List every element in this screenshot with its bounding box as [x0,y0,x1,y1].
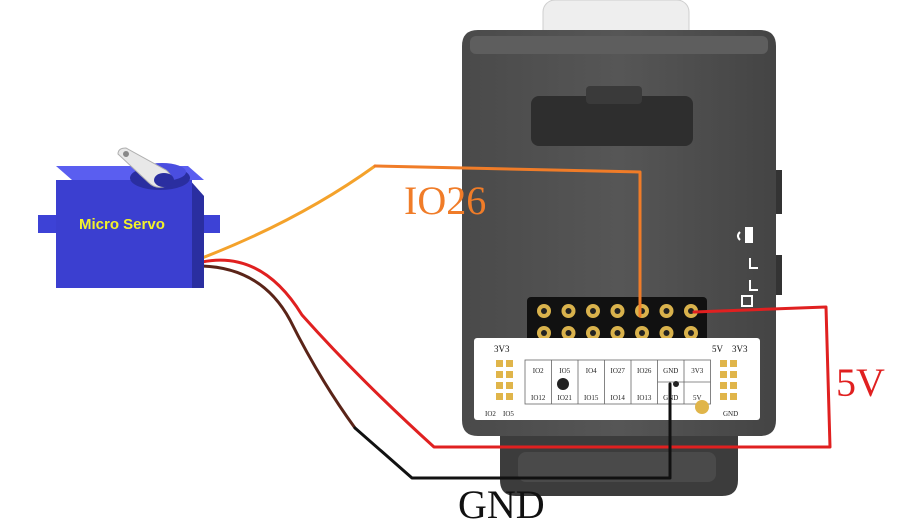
pin-group [537,304,698,340]
pin-table-cell: GND [663,367,678,375]
servo-label: Micro Servo [79,216,165,233]
side-pad [496,371,503,378]
pin-table-cell: 5V [693,394,702,402]
side-pad [730,393,737,400]
pin-table-cell: 3V3 [691,367,704,375]
ground-wire-label: GND [458,482,545,527]
signal-wire-label: IO26 [404,178,486,223]
right-header-label-3v3: 3V3 [732,344,748,354]
side-pad [506,371,513,378]
side-pad [720,360,727,367]
square-icon [741,295,753,307]
header-pin-hole [688,330,694,336]
micro-servo: Micro Servo [38,147,220,288]
ground-wire-servo-part [200,264,357,430]
device-top-shelf [470,36,768,54]
header-pin-hole [663,308,670,314]
servo-shaft [154,173,174,187]
servo-horn-hole [123,151,129,157]
right-pin-label: GND [723,410,738,418]
corner-bracket-icon-upper [749,258,758,269]
header-pin-hole [565,330,572,336]
test-point [673,381,679,387]
header-pin-hole [614,330,621,336]
side-pad [730,371,737,378]
pin-table-cell: IO12 [531,394,546,402]
left-pin-label-1: IO2 [485,410,496,418]
signal-icon [737,227,753,243]
side-pad [720,371,727,378]
gold-pad [695,400,709,414]
side-pad [720,382,727,389]
header-pin-hole [565,308,572,314]
header-pin-hole [590,330,596,336]
pin-header [527,297,707,347]
header-pin-hole [614,308,621,314]
side-pad [506,393,513,400]
left-header-label: 3V3 [494,344,510,354]
side-pad [496,393,503,400]
power-wire-label: 5V [836,360,885,405]
ground-wire [353,382,672,480]
header-pin-hole [590,308,596,314]
right-header-label-5v: 5V [712,344,724,354]
pin-table-cell: IO21 [558,394,573,402]
header-pin-hole [541,330,547,336]
side-pad [506,382,513,389]
pin-table-cell: IO26 [637,367,652,375]
pin-table-cell: IO14 [611,394,626,402]
pin-table-cell: IO13 [637,394,652,402]
header-pin-hole [688,308,694,314]
header-pin-hole [639,330,645,336]
pin-table-cell: IO4 [586,367,597,375]
device-base-slot [518,452,716,482]
power-wire [200,258,832,449]
controller-device [462,0,782,496]
pin-table-cell: IO15 [584,394,599,402]
side-pad [730,360,737,367]
side-pad [496,360,503,367]
servo-body [56,180,192,288]
side-pad [720,393,727,400]
side-button-upper [776,170,782,214]
side-pad [730,382,737,389]
corner-bracket-icon-lower [749,280,758,291]
device-clip-slot [531,96,693,146]
right-pad-group [720,360,737,400]
header-pin-hole [541,308,547,314]
side-button-lower [776,255,782,295]
pin-table-cell: IO27 [611,367,626,375]
signal-wire-servo-part [200,164,377,260]
pin-table-cell: IO5 [559,367,570,375]
signal-wire [373,164,642,318]
left-pin-label-2: IO5 [503,410,514,418]
side-pad [506,360,513,367]
mount-hole-left [557,378,569,390]
side-pad [496,382,503,389]
pin-table-cell: IO2 [533,367,544,375]
device-clip [586,86,642,104]
left-pad-group [496,360,513,400]
wires [200,164,832,480]
header-pin-hole [663,330,670,336]
board-panel-background [474,338,760,420]
